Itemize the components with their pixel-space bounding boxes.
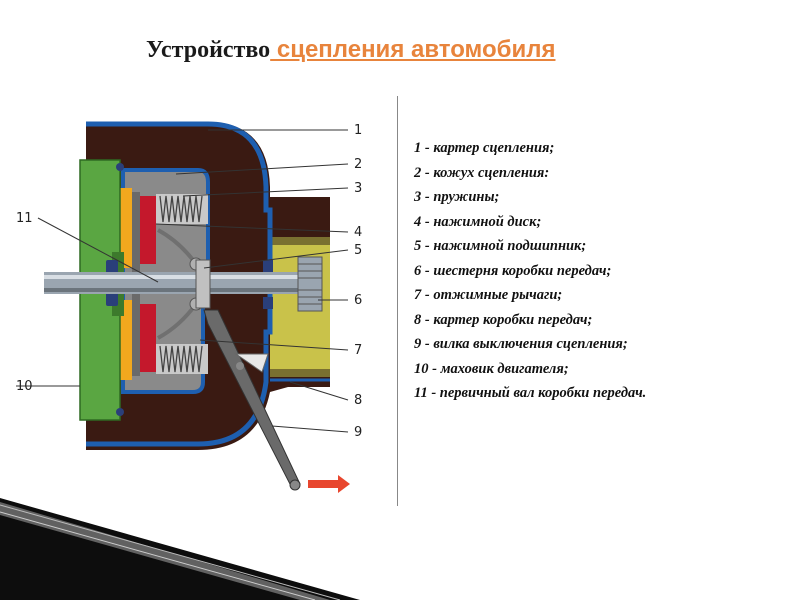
divider-line bbox=[397, 96, 398, 506]
callout-1: 1 bbox=[354, 123, 362, 138]
legend-item: 4 - нажимной диск; bbox=[414, 213, 542, 230]
friction-disk-shape bbox=[120, 188, 132, 268]
release-bearing-shape bbox=[195, 259, 211, 309]
legend-item: 11 - первичный вал коробки передач. bbox=[414, 385, 647, 401]
callout-3: 3 bbox=[354, 181, 362, 196]
callout-6: 6 bbox=[354, 293, 362, 308]
clutch-diagram: 1 2 3 4 5 6 7 8 9 10 11 bbox=[16, 121, 362, 493]
direction-arrow bbox=[308, 475, 350, 493]
slide-title: Устройство сцепления автомобиля bbox=[146, 36, 555, 64]
slide-title-part1: Устройство bbox=[146, 37, 271, 63]
slide-title-part2: сцепления автомобиля bbox=[270, 36, 556, 63]
callout-4: 4 bbox=[354, 225, 362, 240]
legend-item: 5 - нажимной подшипник; bbox=[414, 238, 587, 254]
spring-coils bbox=[159, 195, 203, 373]
callout-lines bbox=[16, 129, 349, 433]
legend-item: 7 - отжимные рычаги; bbox=[414, 287, 563, 303]
legend-item: 8 - картер коробки передач; bbox=[414, 311, 593, 328]
callout-7: 7 bbox=[354, 343, 362, 358]
callout-9: 9 bbox=[354, 425, 362, 440]
legend-item: 6 - шестерня коробки передач; bbox=[414, 262, 612, 279]
legend-item: 9 - вилка выключения сцепления; bbox=[414, 336, 628, 352]
legend-item: 2 - кожух сцепления: bbox=[414, 164, 550, 181]
legend-item: 10 - маховик двигателя; bbox=[414, 360, 569, 377]
callout-11: 11 bbox=[16, 211, 33, 226]
bolts bbox=[106, 163, 273, 416]
legend-list: 1 - картер сцепления; 2 - кожух сцеплени… bbox=[414, 136, 646, 406]
callout-5: 5 bbox=[354, 243, 362, 258]
gearbox-gear-shape bbox=[297, 256, 323, 312]
callout-8: 8 bbox=[354, 393, 362, 408]
legend-item: 1 - картер сцепления; bbox=[414, 140, 555, 156]
callout-2: 2 bbox=[354, 157, 362, 172]
pressure-plate-shape bbox=[140, 196, 156, 264]
legend-item: 3 - пружины; bbox=[414, 189, 500, 205]
callout-10: 10 bbox=[16, 379, 33, 394]
